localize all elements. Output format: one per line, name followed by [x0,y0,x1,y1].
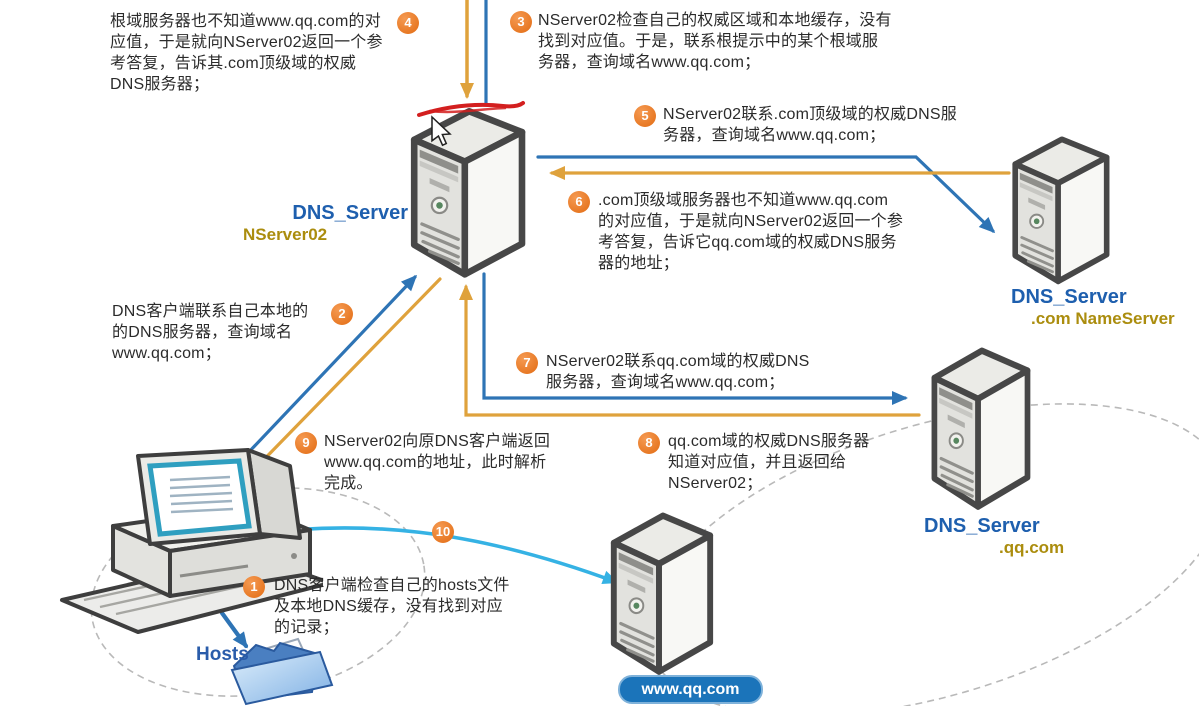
note-line: 器的地址； [598,255,680,272]
step-note-9: NServer02向原DNS客户端返回 www.qq.com的地址，此时解析 完… [324,431,604,494]
step-note-2: DNS客户端联系自己本地的 的DNS服务器，查询域名 www.qq.com； [112,301,347,364]
note-line: 的记录； [274,619,339,636]
step-note-4: 根域服务器也不知道www.qq.com的对 应值，于是就向NServer02返回… [110,11,440,95]
note-line: 的对应值，于是就向NServer02返回一个参 [598,213,904,230]
note-line: 完成。 [324,475,373,492]
hosts-label: Hosts [196,644,249,665]
step-note-1: DNS客户端检查自己的hosts文件 及本地DNS缓存，没有找到对应 的记录； [274,575,544,638]
step-badge-7: 7 [516,352,538,374]
note-line: 根域服务器也不知道www.qq.com的对 [110,13,381,30]
step-note-8: qq.com域的权威DNS服务器 知道对应值，并且返回给 NServer02； [668,431,948,494]
note-line: 务器，查询域名www.qq.com； [663,127,886,144]
local-dns-server-icon [401,96,533,282]
note-line: DNS服务器； [110,76,210,93]
step-badge-4: 4 [397,12,419,34]
note-line: 考答复，告诉它qq.com域的权威DNS服务 [598,234,897,251]
note-line: NServer02向原DNS客户端返回 [324,433,551,450]
note-line: 务器，查询域名www.qq.com； [538,54,761,71]
note-line: www.qq.com； [112,345,221,362]
step-note-5: NServer02联系.com顶级域的权威DNS服 务器，查询域名www.qq.… [663,104,1008,146]
note-line: DNS客户端检查自己的hosts文件 [274,577,510,594]
note-line: NServer02联系.com顶级域的权威DNS服 [663,106,957,123]
com-nameserver-label: DNS_Server [1011,286,1127,308]
qq-nameserver-label: DNS_Server [924,515,1040,537]
note-line: DNS客户端联系自己本地的 [112,303,309,320]
step-badge-1: 1 [243,576,265,598]
local-dns-server-sublabel: NServer02 [243,225,328,244]
step-badge-2: 2 [331,303,353,325]
step-badge-9: 9 [295,432,317,454]
note-line: 考答复，告诉其.com顶级域的权威 [110,55,357,72]
com-nameserver-sublabel: .com NameServer [1031,309,1175,328]
note-line: 的DNS服务器，查询域名 [112,324,293,341]
step-note-6: .com顶级域服务器也不知道www.qq.com 的对应值，于是就向NServe… [598,190,973,274]
step-badge-5: 5 [634,105,656,127]
note-line: .com顶级域服务器也不知道www.qq.com [598,192,889,209]
note-line: NServer02检查自己的权威区域和本地缓存，没有 [538,12,892,29]
note-line: 找到对应值。于是，联系根提示中的某个根域服 [538,33,879,50]
step-badge-10: 10 [432,521,454,543]
step-badge-6: 6 [568,191,590,213]
note-line: NServer02联系qq.com域的权威DNS [546,353,810,370]
note-line: 服务器，查询域名www.qq.com； [546,374,785,391]
note-line: NServer02； [668,475,763,492]
step-badge-3: 3 [510,11,532,33]
step-note-3: NServer02检查自己的权威区域和本地缓存，没有 找到对应值。于是，联系根提… [538,10,958,73]
local-dns-server-label: DNS_Server [292,202,408,224]
note-line: 及本地DNS缓存，没有找到对应 [274,598,503,615]
www-server-badge: www.qq.com [618,675,763,704]
step-badge-8: 8 [638,432,660,454]
note-line: qq.com域的权威DNS服务器 [668,433,870,450]
qq-nameserver-sublabel: .qq.com [999,538,1065,557]
www-server-icon [602,501,720,679]
step-note-7: NServer02联系qq.com域的权威DNS 服务器，查询域名www.qq.… [546,351,876,393]
com-nameserver-icon [1004,126,1116,288]
note-line: 应值，于是就向NServer02返回一个参 [110,34,383,51]
note-line: www.qq.com的地址，此时解析 [324,454,547,471]
note-line: 知道对应值，并且返回给 [668,454,847,471]
